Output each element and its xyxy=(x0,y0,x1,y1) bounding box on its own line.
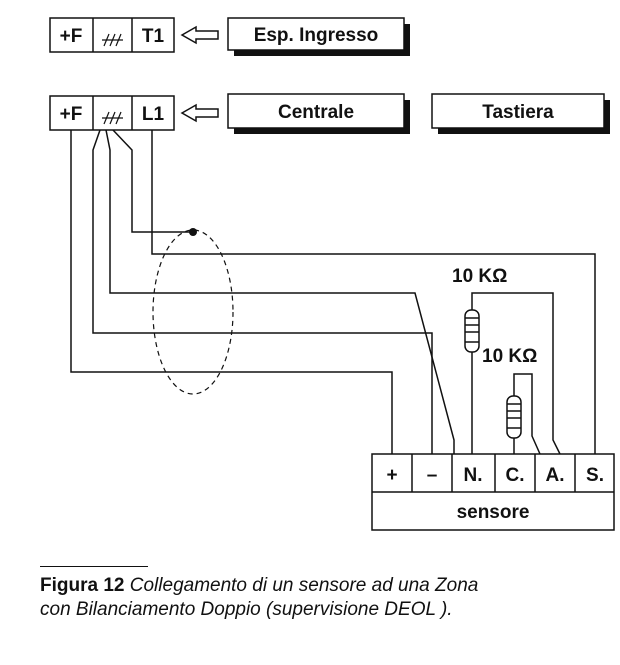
tastiera-module xyxy=(431,93,610,134)
terminal-label-l1: L1 xyxy=(142,104,165,125)
resistor-1-top-lead xyxy=(471,292,561,455)
module-label-centrale: Centrale xyxy=(278,102,354,123)
sensor-terminal-s: S. xyxy=(586,465,604,486)
caption-line-1: Figura 12 Collegamento di un sensore ad … xyxy=(40,574,600,598)
sensor-terminal-plus: + xyxy=(386,465,397,486)
top-terminal-block xyxy=(49,17,175,53)
terminal-label-t1: T1 xyxy=(142,26,165,47)
wire-n xyxy=(105,129,455,454)
wire-s xyxy=(151,130,596,454)
figure-number: Figura 12 xyxy=(40,575,125,596)
sensor-terminal-n: N. xyxy=(464,465,483,486)
caption-rule xyxy=(40,566,148,567)
module-label-tastiera: Tastiera xyxy=(482,102,554,123)
terminal-label-bottom-f: +F xyxy=(60,104,83,125)
resistor-2-top-lead xyxy=(513,373,541,455)
figure-caption: Figura 12 Collegamento di un sensore ad … xyxy=(40,574,600,622)
resistor-icon xyxy=(506,395,522,439)
ground-symbol-icon xyxy=(102,33,123,47)
sensor-terminal-a: A. xyxy=(546,465,565,486)
wire-shield xyxy=(112,129,190,233)
arrow-left-icon xyxy=(180,103,219,123)
caption-text-2: con Bilanciamento Doppio (supervisione D… xyxy=(40,599,453,620)
resistor-icon xyxy=(464,309,480,353)
junction-dot xyxy=(189,228,197,236)
arrow-left-icon xyxy=(180,25,219,45)
resistor-label: 10 KΩ xyxy=(452,266,507,287)
wire-negative xyxy=(92,129,433,454)
sensor-block xyxy=(371,453,615,531)
esp-ingresso-module xyxy=(227,17,410,56)
sensor-terminal-c: C. xyxy=(506,465,525,486)
bottom-terminal-block xyxy=(49,95,175,131)
sensor-label: sensore xyxy=(457,502,530,523)
resistor-label: 10 KΩ xyxy=(482,346,537,367)
wire-positive xyxy=(70,130,393,454)
wiring-diagram: +F T1 Esp. Ingresso +F L1 Centrale Tasti… xyxy=(49,17,615,531)
ground-symbol-icon xyxy=(102,111,123,125)
terminal-label-top-f: +F xyxy=(60,26,83,47)
shielded-cable-ellipse xyxy=(152,229,234,395)
module-label-esp-ingresso: Esp. Ingresso xyxy=(254,25,379,46)
centrale-module xyxy=(227,93,410,134)
caption-text-1: Collegamento di un sensore ad una Zona xyxy=(129,575,479,596)
sensor-terminal-minus: – xyxy=(427,465,438,486)
